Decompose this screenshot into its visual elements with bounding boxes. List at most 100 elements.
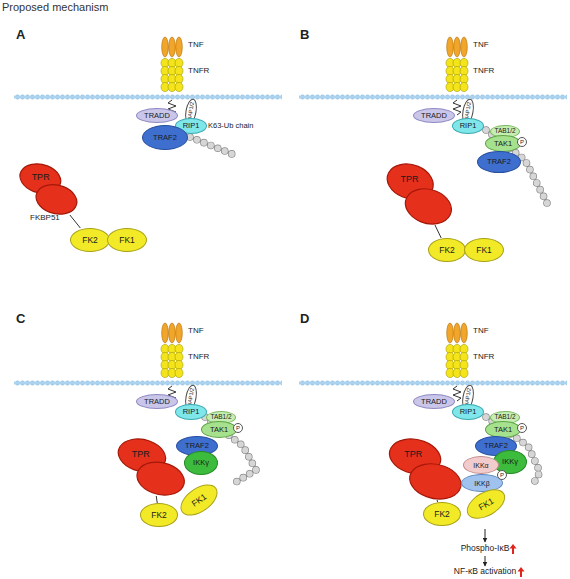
protein-name: TRAF2 (484, 442, 508, 450)
protein-name: TPR (32, 173, 50, 182)
ligand-name: TNF (188, 327, 204, 335)
protein-name: P (500, 472, 504, 478)
protein-oval: RIP1 (452, 118, 484, 134)
tpr-domain: TPR (18, 163, 80, 215)
protein-oval: P (497, 470, 507, 480)
ligand-name: TNF (473, 327, 489, 335)
protein-name: RIP1 (460, 122, 477, 130)
protein-name: TAK1 (494, 426, 512, 434)
protein-name: TRAF2 (185, 442, 209, 450)
increase-arrow (510, 544, 517, 554)
receptor-name: TNFR (188, 67, 209, 75)
protein-name: TRADD (144, 398, 170, 406)
receptor-name: TNFR (473, 353, 494, 361)
protein-name: TRAF2 (153, 134, 177, 142)
protein-oval: TRADD (413, 108, 455, 123)
protein-oval: FK2 (140, 503, 178, 527)
protein-name: P (236, 425, 240, 431)
protein-name: FK2 (82, 236, 98, 245)
protein-name: TRADD (421, 112, 447, 120)
ligand-name: TNF (473, 41, 489, 49)
tpr-domain: TPR (116, 438, 188, 496)
panel-letter: D (300, 312, 309, 325)
protein-oval: IKKγ (184, 451, 218, 475)
panel-letter: A (16, 28, 25, 41)
protein-name: FK2 (439, 246, 455, 255)
linker-line (435, 225, 441, 238)
protein-name: TPR (132, 450, 150, 459)
protein-name: TPR (400, 175, 418, 184)
protein-oval: TRADD (136, 108, 178, 123)
protein-name: RIP1 (460, 408, 477, 416)
protein-oval: TAK1 (201, 421, 237, 438)
receptor-name: TNFR (473, 67, 494, 75)
protein-name: IKKβ (474, 480, 489, 487)
protein-name: TAB1/2 (210, 414, 231, 421)
tpr-domain: TPR (387, 438, 465, 500)
protein-oval: TRAF2 (477, 151, 521, 173)
protein-oval: FK1 (107, 228, 147, 252)
protein-oval: P (233, 423, 243, 433)
protein-name: TRADD (421, 398, 447, 406)
protein-oval: IKKα (463, 456, 499, 474)
protein-name: FK1 (190, 492, 208, 508)
protein-name: FK1 (119, 236, 135, 245)
protein-oval: FK2 (70, 228, 110, 252)
protein-oval: FK1 (464, 238, 504, 262)
flow-arrow (485, 529, 486, 542)
protein-name: RIP1 (183, 408, 200, 416)
protein-name: IKKγ (193, 459, 209, 467)
chain-name: K63-Ub chain (208, 122, 253, 130)
linker-line (437, 500, 439, 502)
protein-name: TAB1/2 (494, 128, 515, 135)
outcome-text: NF-κB activation (454, 567, 516, 576)
tpr-shape (18, 163, 80, 215)
tpr-shape (385, 163, 455, 225)
protein-name: FKBP51 (30, 214, 60, 222)
protein-name: TPR (404, 450, 422, 459)
protein-name: TRAF2 (487, 158, 511, 166)
tpr-domain: TPR (385, 163, 455, 225)
protein-oval: TRADD (413, 394, 455, 409)
protein-name: TRADD (144, 112, 170, 120)
protein-oval: P (517, 423, 527, 433)
flow-arrow (485, 556, 486, 566)
protein-name: FK1 (477, 496, 495, 511)
protein-name: IKKα (473, 462, 488, 469)
protein-name: RIP1 (183, 122, 200, 130)
protein-oval: FK2 (428, 238, 466, 262)
protein-oval: P (517, 137, 527, 147)
panel-letter: C (16, 312, 25, 325)
protein-name: P (520, 425, 524, 431)
protein-oval: RIP1 (452, 404, 484, 420)
membrane-receptor (14, 37, 282, 115)
protein-name: P (520, 139, 524, 145)
tpr-shape (387, 438, 465, 500)
protein-oval: FK2 (423, 502, 461, 526)
protein-name: FK1 (476, 246, 492, 255)
protein-name: TAB1/2 (494, 414, 515, 421)
ub-chain (190, 130, 548, 486)
receptor-name: TNFR (188, 353, 209, 361)
ligand-name: TNF (188, 41, 204, 49)
protein-oval: TRAF2 (142, 125, 188, 150)
linker-line (156, 496, 157, 503)
figure-title: Proposed mechanism (2, 2, 108, 13)
increase-arrow (518, 567, 525, 577)
linker-line (70, 215, 80, 228)
outcome-text: Phospho-IκB (461, 544, 510, 553)
protein-name: TAK1 (210, 426, 228, 434)
protein-name: TAK1 (494, 140, 512, 148)
protein-name: IKKγ (502, 458, 518, 466)
tpr-shape (116, 438, 188, 496)
protein-oval: TRADD (136, 394, 178, 409)
membrane-receptor (299, 37, 567, 115)
protein-oval: TAK1 (485, 135, 521, 152)
protein-oval: RIP1 (175, 404, 207, 420)
membrane-receptor (299, 323, 567, 401)
panel-letter: B (300, 28, 309, 41)
membrane-receptor (14, 323, 282, 401)
protein-name: FK2 (151, 511, 167, 520)
